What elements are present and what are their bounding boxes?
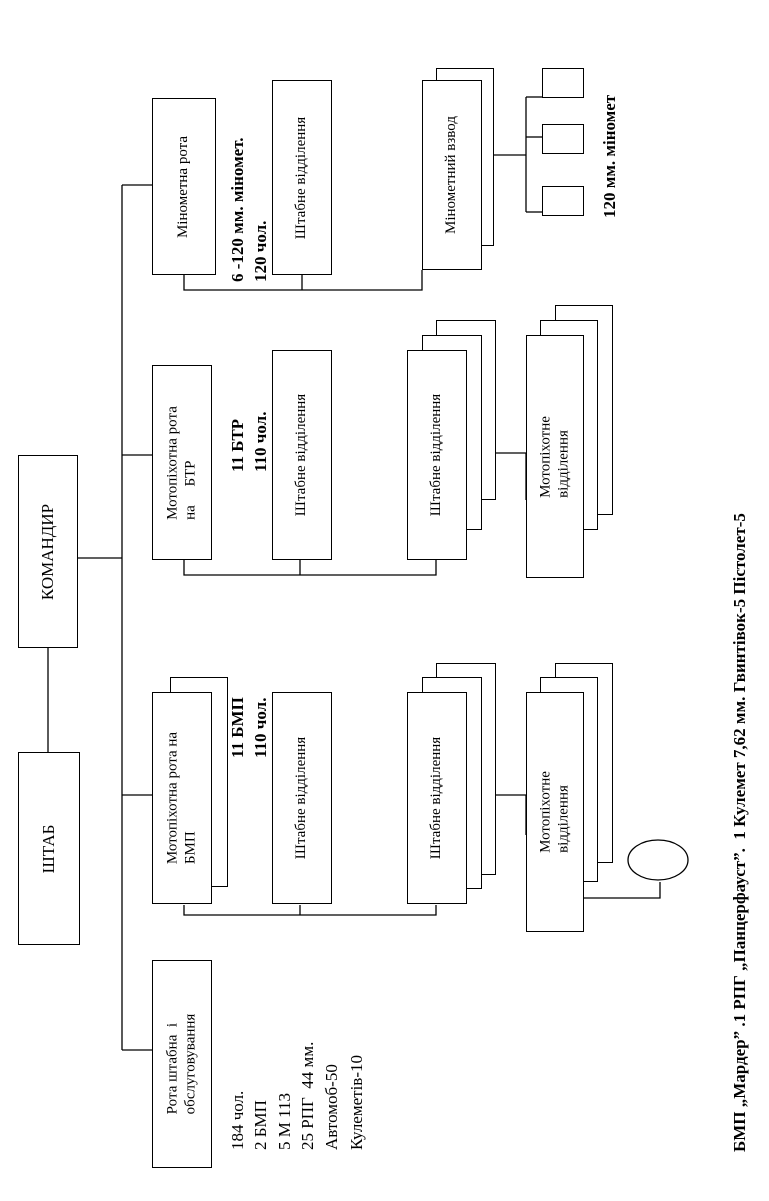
btr-company-box: Мотопіхотна рота на БТР (152, 365, 212, 560)
mortar-tube-3 (542, 186, 584, 216)
footer-equipment-note: БМП „Мардер” .1 РПГ „Панцерфауст”. 1 Кул… (730, 513, 749, 1152)
btr-staff-section-label: Штабне відділення (293, 393, 310, 517)
bmp-platoon-box: Штабне відділення (407, 692, 467, 904)
btr-platoon-label: Штабне відділення (428, 393, 445, 517)
hq-company-note-6: Кулеметів-10 (347, 1055, 366, 1150)
mortar-tube-2 (542, 124, 584, 154)
hq-company-note-3: 5 М 113 (275, 1093, 294, 1150)
hq-company-note-1: 184 чол. (228, 1090, 247, 1150)
mortar-company-box: Мінометна рота (152, 98, 216, 275)
bmp-company-box: Мотопіхотна рота на БМП (152, 692, 212, 904)
hq-company-note-5: Автомоб-50 (322, 1064, 341, 1150)
bmp-platoon-label: Штабне відділення (428, 736, 445, 860)
hq-box: ШТАБ (18, 752, 80, 945)
bmp-company-label: Мотопіхотна рота на БМП (164, 731, 198, 865)
vehicle-oval (627, 839, 689, 881)
btr-staff-section-box: Штабне відділення (272, 350, 332, 560)
bmp-staff-section-box: Штабне відділення (272, 692, 332, 904)
bmp-company-note-1: 11 БМП (228, 697, 247, 758)
btr-infantry-section-label: Мотопіхотне відділення (537, 415, 571, 498)
connector-mortar-bus (183, 270, 423, 291)
btr-company-label: Мотопіхотна рота на БТР (164, 405, 198, 520)
mortar-tube-1 (542, 68, 584, 98)
btr-company-note-2: 110 чол. (251, 411, 270, 472)
mortar-platoon-note: 120 мм. міномет (600, 94, 619, 218)
connector-btr-bus (183, 560, 437, 576)
mortar-platoon-box: Мінометний взвод (422, 80, 482, 270)
bmp-infantry-section-box: Мотопіхотне відділення (526, 692, 584, 932)
hq-company-label: Рота штабна і обслуговування (164, 1013, 198, 1115)
connector-bmp-bus (183, 905, 437, 916)
commander-box: КОМАНДИР (18, 455, 78, 648)
mortar-company-note-1: 6 -120 мм. міномет. (228, 137, 247, 282)
mortar-company-label: Мінометна рота (175, 135, 192, 238)
bmp-staff-section-label: Штабне відділення (293, 736, 310, 860)
hq-company-note-4: 25 РПГ 44 мм. (298, 1041, 317, 1150)
hq-company-box: Рота штабна і обслуговування (152, 960, 212, 1168)
mortar-company-note-2: 120 чол. (251, 220, 270, 282)
btr-platoon-box: Штабне відділення (407, 350, 467, 560)
hq-label: ШТАБ (38, 824, 58, 873)
mortar-staff-section-box: Штабне відділення (272, 80, 332, 275)
btr-company-note-1: 11 БТР (228, 418, 247, 472)
bmp-infantry-section-label: Мотопіхотне відділення (537, 771, 571, 853)
mortar-staff-section-label: Штабне відділення (293, 116, 310, 239)
mortar-platoon-label: Мінометний взвод (443, 116, 460, 234)
btr-infantry-section-box: Мотопіхотне відділення (526, 335, 584, 578)
bmp-company-note-2: 110 чол. (251, 697, 270, 758)
commander-label: КОМАНДИР (37, 503, 57, 600)
connector-oval (584, 882, 661, 899)
hq-company-note-2: 2 БМП (251, 1100, 270, 1150)
